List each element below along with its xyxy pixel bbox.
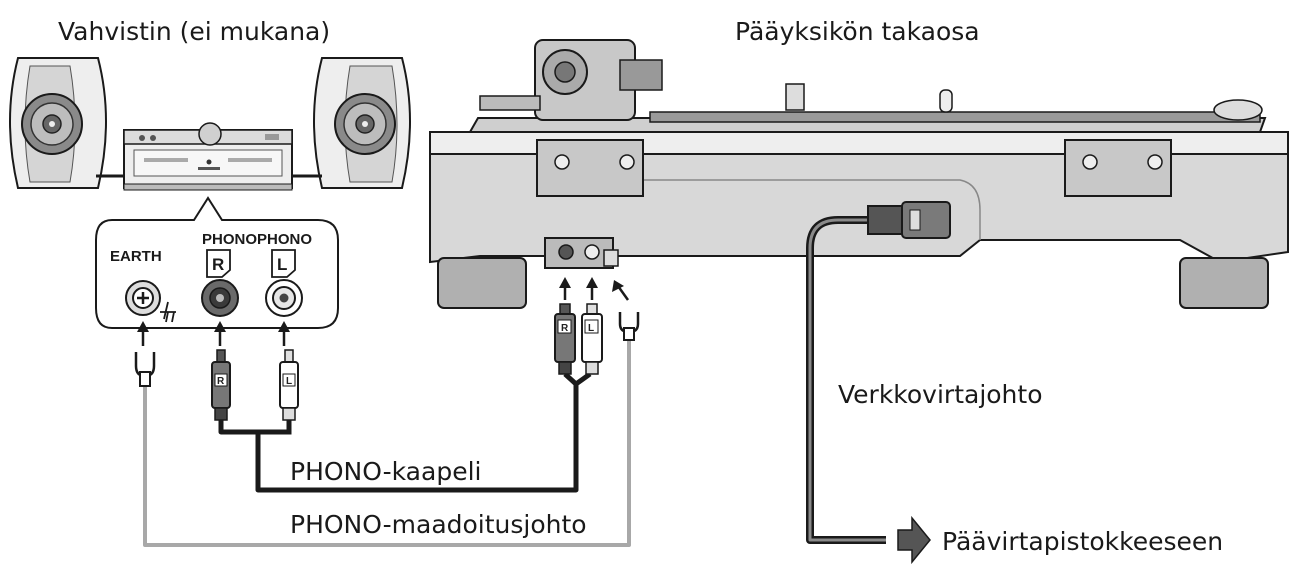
svg-text:R: R <box>217 376 225 387</box>
ground-spade-turntable <box>618 312 640 341</box>
amp-insert-arrows <box>137 321 290 346</box>
ground-icon <box>160 301 176 323</box>
earth-terminal <box>125 280 161 316</box>
phono-label: PHONOPHONO <box>202 231 312 248</box>
phono-cable <box>218 371 592 493</box>
svg-text:R: R <box>561 323 569 334</box>
svg-text:L: L <box>277 255 287 274</box>
svg-text:R: R <box>212 255 224 274</box>
earth-label: EARTH <box>110 248 162 265</box>
rca-plug-r-turntable: R <box>554 303 576 375</box>
phono-jack-r <box>201 279 239 317</box>
svg-text:L: L <box>588 323 594 334</box>
amplifier-unit <box>123 122 293 191</box>
phono-ground-wire <box>143 336 631 547</box>
turntable-insert-arrows <box>559 277 630 301</box>
ground-spade-amp <box>134 352 156 387</box>
phono-jack-l <box>265 279 303 317</box>
rca-plug-l-amp: L <box>279 349 299 421</box>
rca-plug-r-amp: R <box>211 349 231 421</box>
svg-text:L: L <box>286 376 292 387</box>
ac-power-cord-label: Verkkovirtajohto <box>838 380 1043 409</box>
jack-r-tag: R <box>206 249 231 278</box>
amplifier-title: Vahvistin (ei mukana) <box>58 17 330 46</box>
phono-ground-wire-label: PHONO-maadoitusjohto <box>290 510 587 539</box>
household-outlet-label: Päävirtapistokkeeseen <box>942 527 1223 556</box>
turntable-rear <box>429 39 1289 309</box>
rca-plug-l-turntable: L <box>581 303 603 375</box>
main-unit-rear-title: Pääyksikön takaosa <box>735 17 980 46</box>
ac-power-plug <box>867 201 951 239</box>
arrow-right-icon <box>897 515 931 565</box>
jack-l-tag: L <box>271 249 296 278</box>
phono-cable-join-amp <box>258 418 292 435</box>
speaker-right <box>313 57 411 189</box>
phono-cable-label: PHONO-kaapeli <box>290 457 481 486</box>
speaker-left <box>9 57 107 189</box>
